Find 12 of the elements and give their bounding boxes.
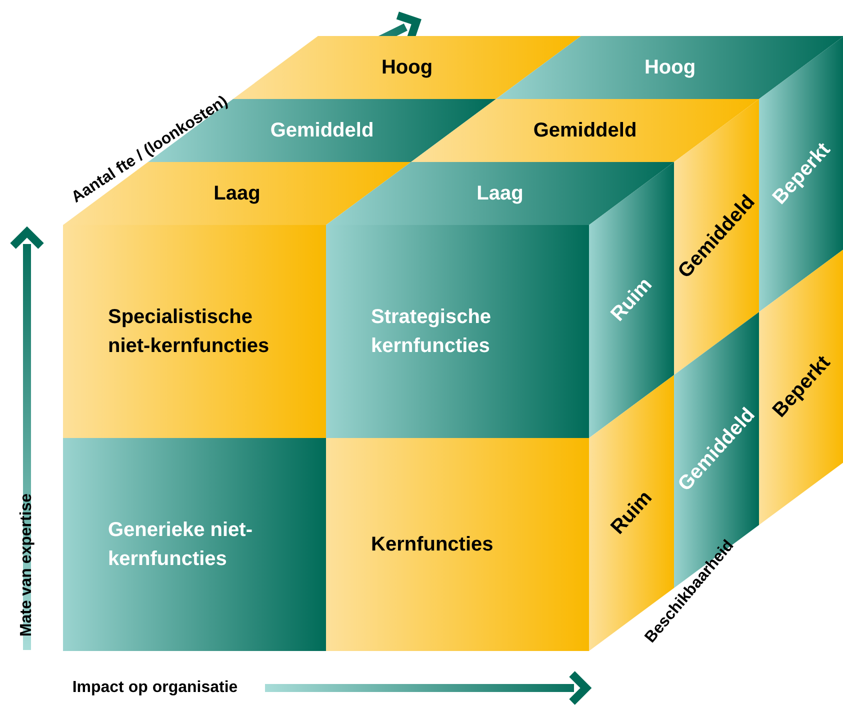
face-label: Strategische kernfuncties [371, 304, 492, 358]
face-label: Hoog [644, 55, 696, 80]
face-label: Specialistische niet-kernfuncties [108, 304, 270, 358]
axis-label: Impact op organisatie [72, 679, 238, 697]
face-label: Gemiddeld [533, 118, 637, 143]
face-label: Laag [214, 181, 260, 206]
face-label: Hoog [381, 55, 433, 80]
face-label: Kernfuncties [371, 532, 494, 557]
face-label: Laag [476, 181, 524, 206]
axis-label: Mate van expertise [18, 493, 36, 637]
face-label: Gemiddeld [270, 118, 374, 143]
face-label: Generieke niet-kernfuncties [108, 518, 254, 572]
